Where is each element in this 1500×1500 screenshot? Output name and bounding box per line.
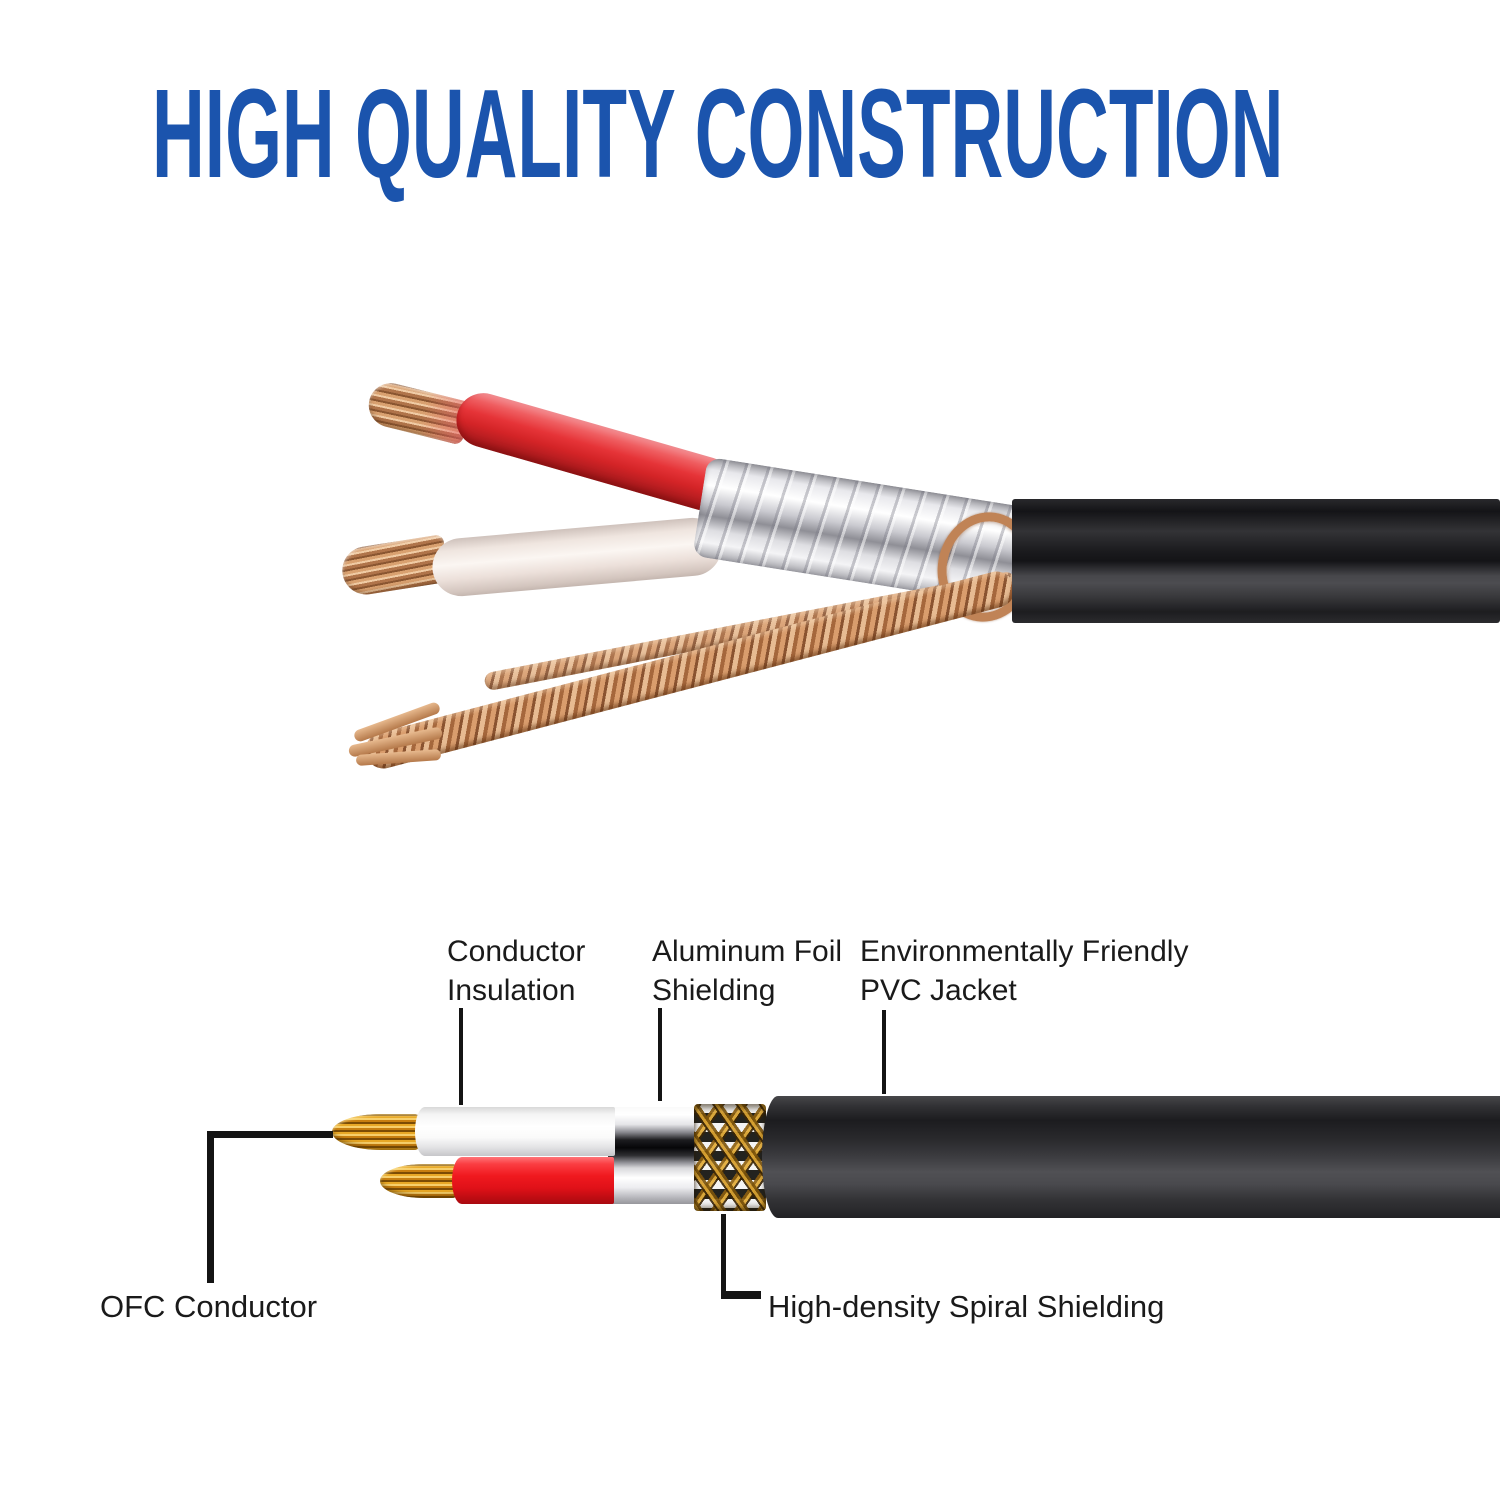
diagram-pvc-jacket xyxy=(762,1096,1500,1218)
photo-red-insulated-wire xyxy=(450,386,739,518)
callout-line-ofc-horizontal xyxy=(207,1131,333,1138)
label-ofc-conductor: OFC Conductor xyxy=(100,1289,318,1324)
callout-line-aluminum-foil xyxy=(658,1008,662,1101)
diagram-aluminum-foil-layer xyxy=(608,1107,700,1204)
label-conductor-insulation: Conductor Insulation xyxy=(447,932,585,1010)
diagram-white-wire-copper-strands xyxy=(332,1114,422,1150)
label-pvc-jacket-line1: Environmentally Friendly xyxy=(860,935,1189,968)
label-high-density-spiral-shielding: High-density Spiral Shielding xyxy=(768,1289,1165,1324)
diagram-red-wire-copper-strands xyxy=(380,1164,460,1198)
label-aluminum-foil-line1: Aluminum Foil xyxy=(652,935,843,968)
label-aluminum-foil-line2: Shielding xyxy=(652,974,776,1007)
callout-line-ofc-vertical xyxy=(207,1131,214,1283)
photo-black-pvc-jacket xyxy=(1012,499,1500,623)
callout-line-conductor-insulation xyxy=(459,1008,463,1105)
photo-twisted-drain-wire xyxy=(361,567,1019,773)
diagram-white-insulated-wire xyxy=(415,1107,615,1156)
label-conductor-insulation-line1: Conductor xyxy=(447,935,586,968)
callout-line-pvc-jacket xyxy=(882,1010,886,1094)
label-aluminum-foil-shielding: Aluminum Foil Shielding xyxy=(652,932,842,1010)
label-pvc-jacket-line2: PVC Jacket xyxy=(860,974,1017,1007)
label-conductor-insulation-line2: Insulation xyxy=(447,974,576,1007)
photo-white-insulated-wire xyxy=(430,515,724,599)
diagram-red-insulated-wire xyxy=(452,1157,614,1204)
callout-line-spiral-shielding-vertical xyxy=(721,1214,726,1298)
callout-line-spiral-shielding-tick xyxy=(721,1291,761,1299)
page-title: HIGH QUALITY CONSTRUCTION xyxy=(152,63,1284,204)
diagram-spiral-braid-shield xyxy=(694,1104,766,1211)
photo-red-wire-copper-strands xyxy=(364,378,472,446)
label-pvc-jacket: Environmentally Friendly PVC Jacket xyxy=(860,932,1188,1010)
